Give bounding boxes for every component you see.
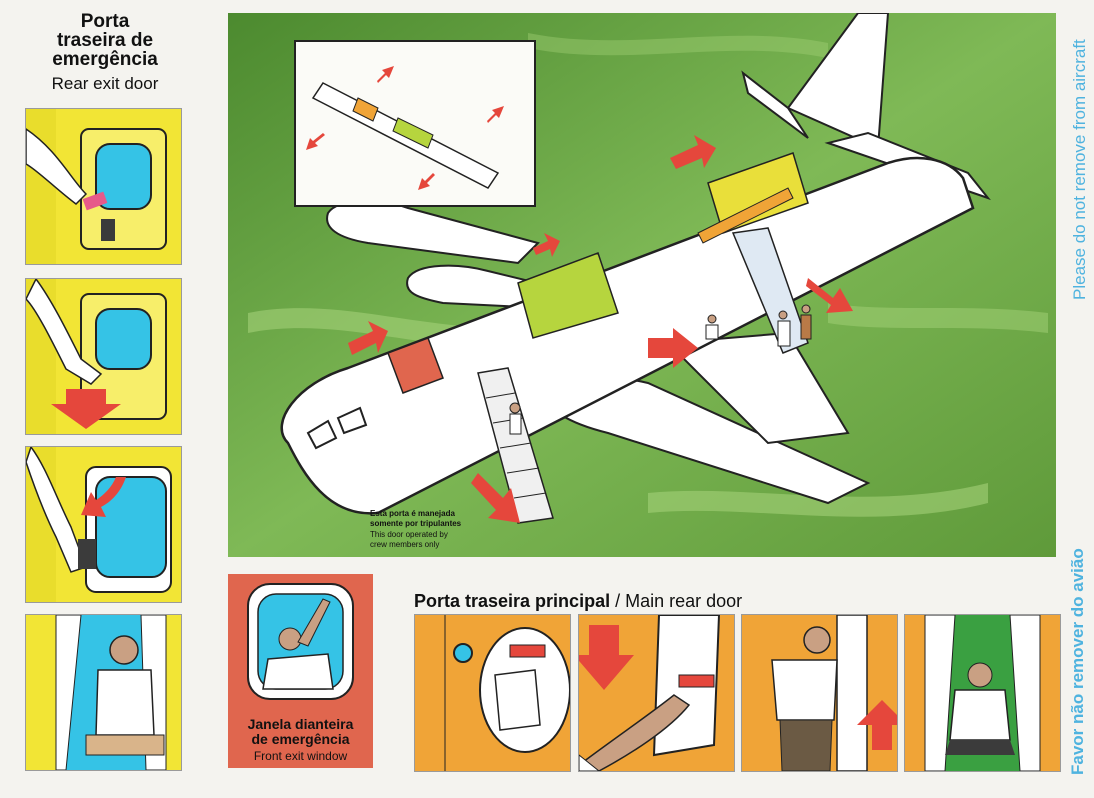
front-window-title-en: Front exit window xyxy=(253,749,348,763)
rear-exit-title-line: Porta xyxy=(80,11,130,32)
rear-exit-title-line: emergência xyxy=(52,49,158,70)
rear-exit-title-line: traseira de xyxy=(56,30,154,51)
rear-door-step-4 xyxy=(904,614,1061,772)
caption-line: Esta porta é manejada xyxy=(370,509,455,518)
crew-door-caption-en: This door operated by crew members only xyxy=(370,530,510,550)
rear-door-step-2 xyxy=(578,614,735,772)
front-window-title-line: de emergência xyxy=(251,731,350,747)
front-window-title-line: Janela dianteira xyxy=(247,716,354,732)
rear-exit-step-1 xyxy=(25,108,182,265)
rear-door-step-1-illustration xyxy=(444,615,570,771)
do-not-remove-note-en: Please do not remove from aircraft xyxy=(1070,39,1089,300)
rear-door-step-3-illustration xyxy=(771,615,897,771)
aircraft-evacuation-scene xyxy=(228,13,1056,557)
up-arrow-icon xyxy=(857,700,897,750)
down-arrow-icon xyxy=(51,389,121,429)
down-arrow-icon xyxy=(579,625,634,690)
caption-line: somente por tripulantes xyxy=(370,519,462,528)
rear-exit-step-3 xyxy=(25,446,182,603)
evacuation-illustration: Esta porta é manejada somente por tripul… xyxy=(228,13,1056,557)
main-rear-door-title-pt: Porta traseira principal xyxy=(414,591,611,611)
rear-door-step-1 xyxy=(414,614,571,772)
caption-line: crew members only xyxy=(370,540,440,549)
rear-exit-step-3-illustration xyxy=(26,447,172,602)
rear-door-step-3 xyxy=(741,614,898,772)
exit-arrows xyxy=(348,135,853,523)
rear-door-step-2-illustration xyxy=(579,615,721,771)
main-rear-door-title: Porta traseira principal / Main rear doo… xyxy=(414,591,742,612)
rear-exit-step-2-illustration xyxy=(26,279,167,434)
rear-exit-step-4 xyxy=(25,614,182,771)
rear-exit-title-en: Rear exit door xyxy=(51,74,159,93)
curved-arrow-icon xyxy=(81,477,126,517)
rear-door-step-4-illustration xyxy=(924,615,1041,771)
crew-door-caption-pt: Esta porta é manejada somente por tripul… xyxy=(370,509,510,529)
rear-exit-step-4-illustration xyxy=(55,615,167,770)
inset-door-diagram xyxy=(294,40,536,207)
front-exit-window-panel: Janela dianteira de emergência Front exi… xyxy=(228,574,373,768)
front-window-title-pt: Janela dianteira de emergência xyxy=(228,717,373,747)
caption-line: This door operated by xyxy=(370,530,448,539)
rear-exit-step-1-illustration xyxy=(26,109,167,264)
main-rear-door-title-en: Main rear door xyxy=(625,591,743,611)
rear-exit-step-2 xyxy=(25,278,182,435)
title-separator: / xyxy=(615,591,621,611)
front-window-illustration xyxy=(247,583,354,700)
do-not-remove-note-pt: Favor não remover do avião xyxy=(1068,548,1087,775)
rear-exit-title-pt: Porta traseira de emergência xyxy=(40,12,170,69)
